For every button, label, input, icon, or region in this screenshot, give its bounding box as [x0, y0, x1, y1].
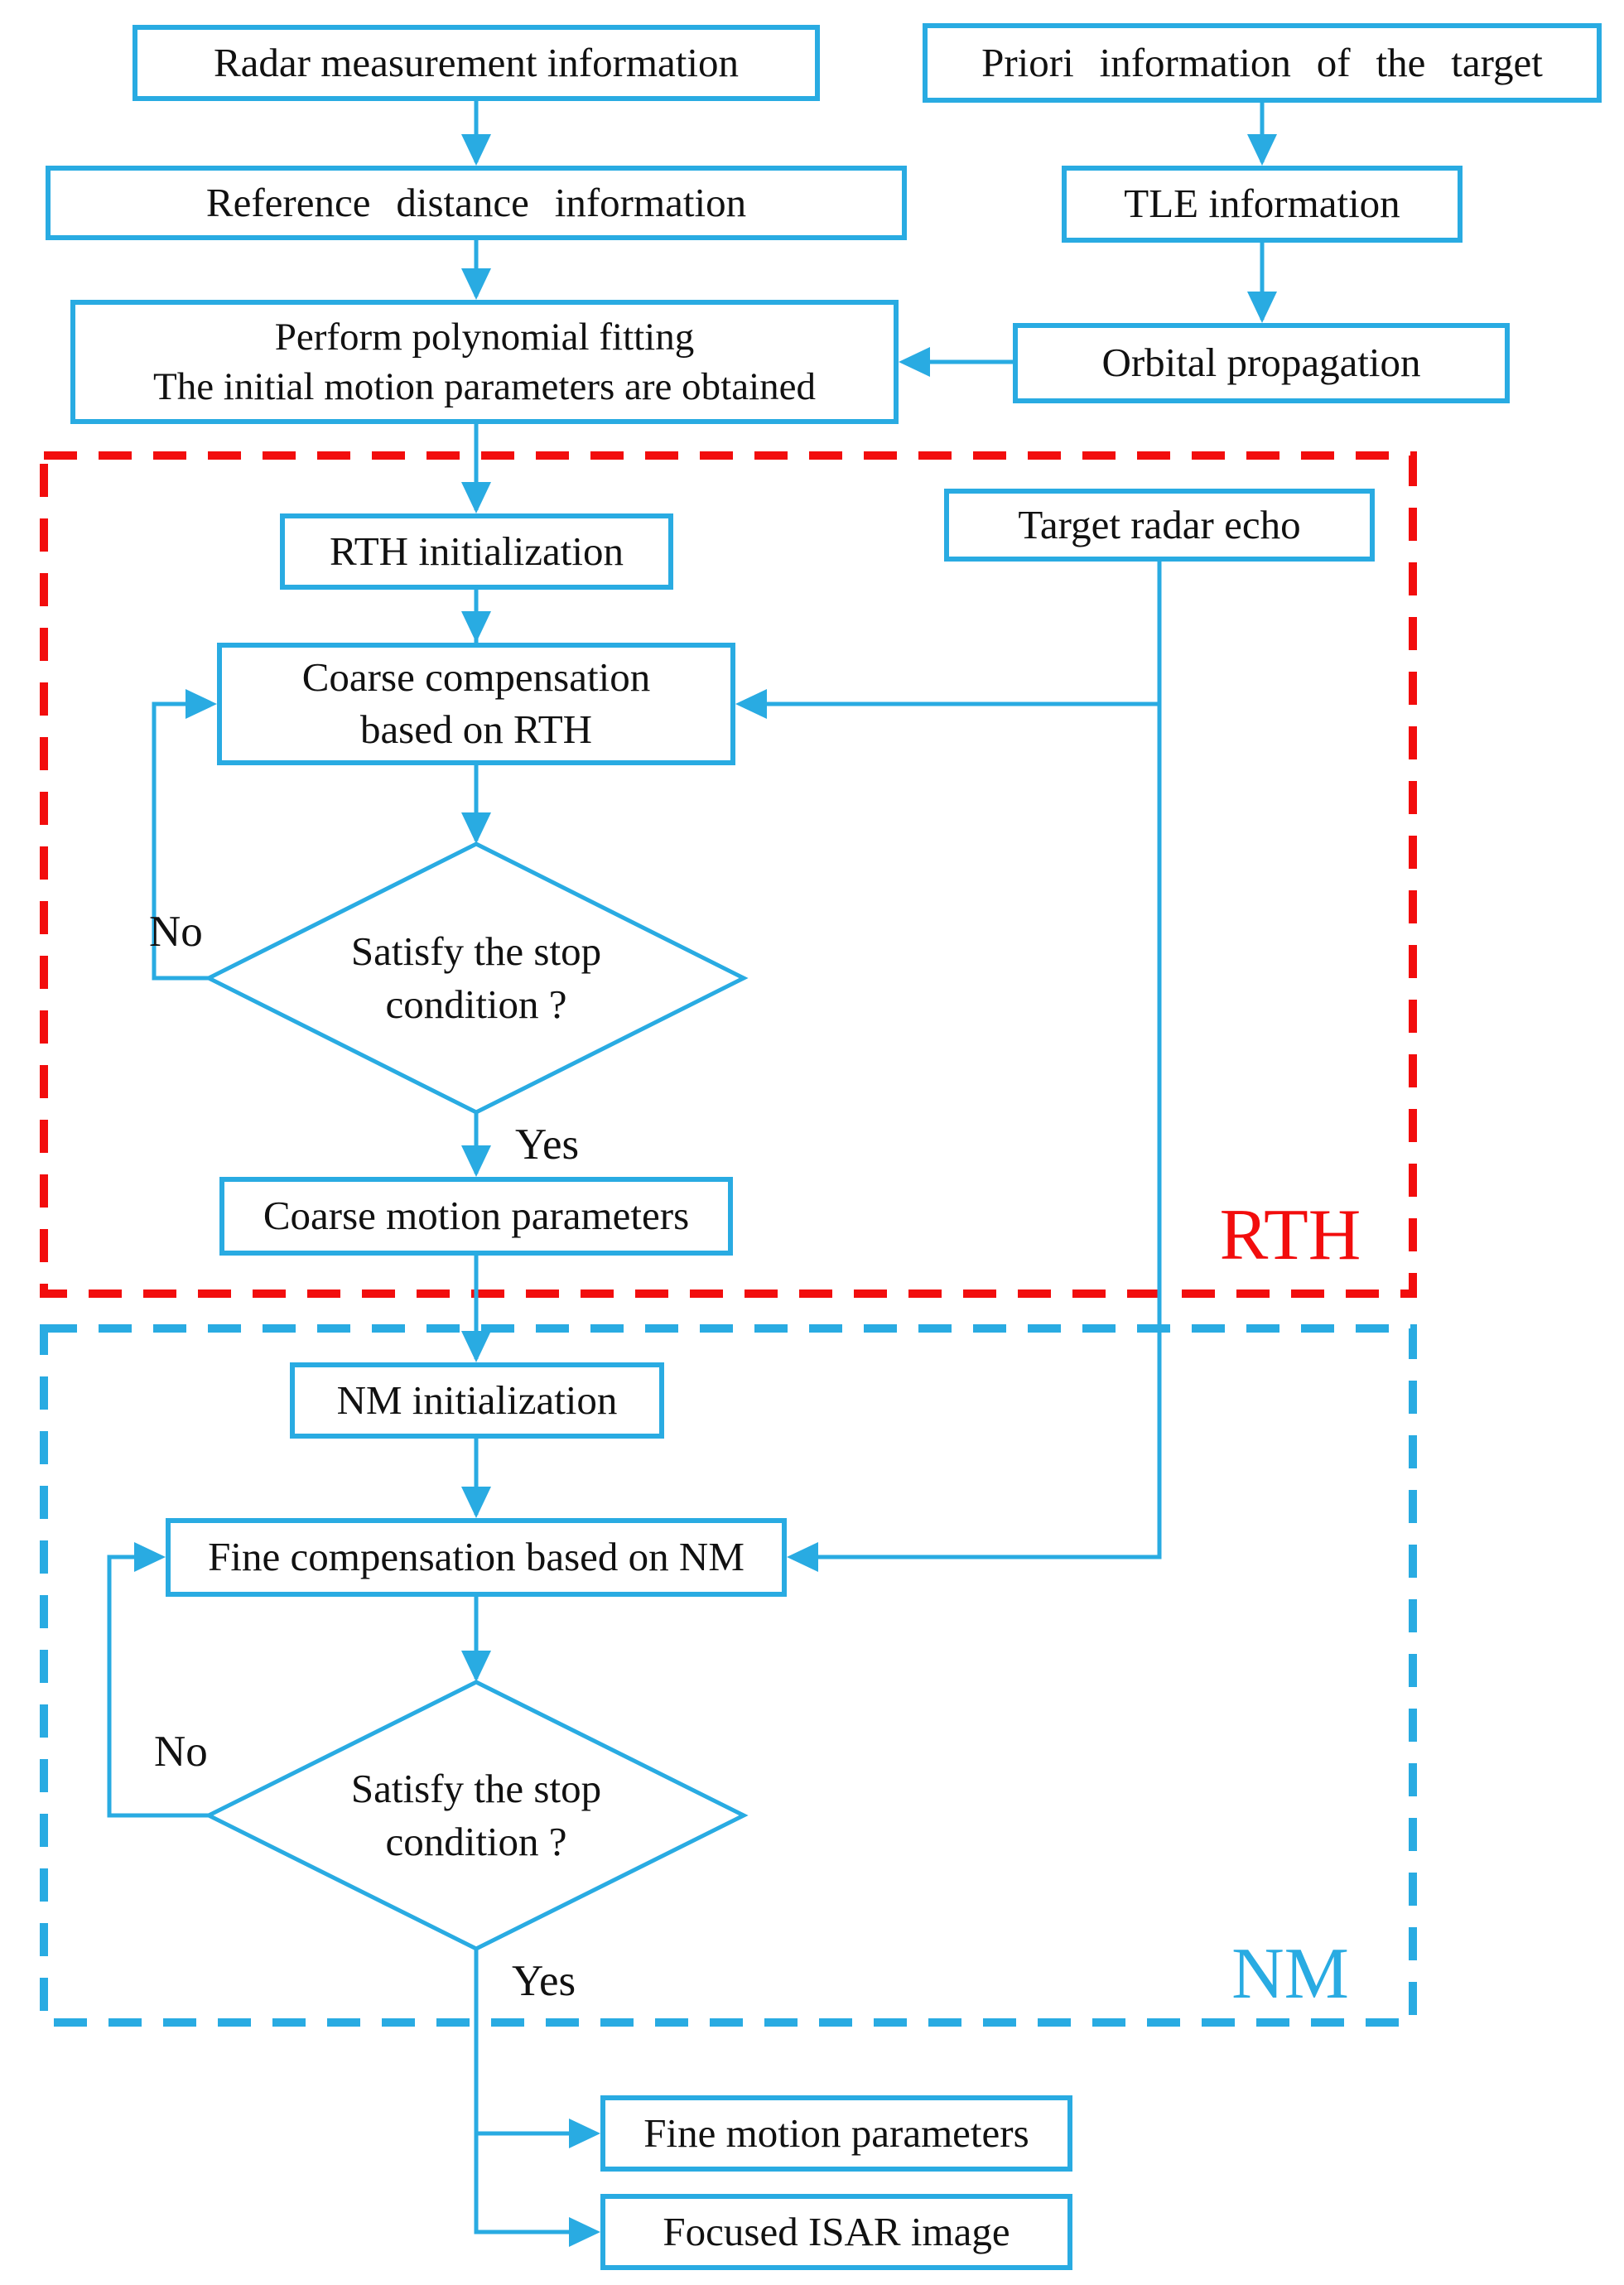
edge-target-echo-to-fine-compensation: [816, 562, 1162, 1559]
arrowhead-rth-yes: [461, 1145, 491, 1177]
arrowhead-nm-no-loop: [134, 1542, 166, 1572]
node-polynomial-fitting-line1: Perform polynomial fitting: [274, 315, 695, 359]
node-coarse-compensation-line2: based on RTH: [359, 706, 593, 752]
arrowhead-coarse-to-decision: [461, 812, 491, 844]
label-nm-yes: Yes: [512, 1957, 576, 2005]
label-rth-yes: Yes: [515, 1121, 580, 1169]
node-reference-distance-label: Reference distance information: [205, 179, 747, 225]
node-rth-initialization: RTH initialization: [280, 513, 673, 590]
arrowhead-to-fine-params: [569, 2119, 600, 2148]
node-nm-initialization-label: NM initialization: [336, 1376, 618, 1423]
arrowhead-radar-to-reference: [461, 134, 491, 166]
decision-rth-text: Satisfy the stop condition ?: [269, 914, 683, 1043]
edge-rth-no-loop: [152, 701, 209, 981]
node-coarse-compensation-line1: Coarse compensation: [301, 654, 651, 701]
label-region-nm: NM: [1231, 1933, 1349, 2014]
arrowhead-echo-to-coarse: [735, 689, 767, 719]
node-priori-information-label: Priori information of the target: [981, 39, 1543, 85]
decision-diamond-nm: [204, 1680, 749, 1951]
arrowhead-priori-to-tle: [1247, 134, 1277, 166]
node-polynomial-fitting: Perform polynomial fitting The initial m…: [70, 300, 899, 424]
node-priori-information: Priori information of the target: [923, 23, 1602, 103]
node-coarse-motion-parameters-label: Coarse motion parameters: [263, 1193, 690, 1239]
node-reference-distance: Reference distance information: [46, 166, 907, 240]
nm-region-frame: [40, 1324, 1417, 2027]
node-coarse-compensation: Coarse compensation based on RTH: [217, 643, 735, 765]
node-nm-initialization: NM initialization: [290, 1362, 664, 1439]
label-nm-no: No: [154, 1728, 208, 1776]
node-fine-motion-parameters-label: Fine motion parameters: [643, 2109, 1029, 2156]
node-orbital-propagation-label: Orbital propagation: [1101, 340, 1421, 386]
node-target-radar-echo-label: Target radar echo: [1018, 501, 1301, 547]
node-focused-isar-image-label: Focused ISAR image: [663, 2208, 1010, 2254]
node-target-radar-echo: Target radar echo: [944, 489, 1375, 562]
decision-nm-line1: Satisfy the stop: [350, 1766, 602, 1812]
decision-nm-text: Satisfy the stop condition ?: [269, 1751, 683, 1880]
arrowhead-orbital-to-polyfit: [899, 347, 930, 377]
node-coarse-motion-parameters: Coarse motion parameters: [219, 1177, 733, 1256]
decision-diamond-rth: [204, 841, 749, 1115]
label-region-rth: RTH: [1219, 1194, 1361, 1275]
arrowhead-nm-init-to-fine: [461, 1487, 491, 1518]
node-tle-information: TLE information: [1062, 166, 1463, 243]
decision-nm-line2: condition ?: [385, 1819, 567, 1864]
node-fine-motion-parameters: Fine motion parameters: [600, 2095, 1072, 2172]
node-polynomial-fitting-line2: The initial motion parameters are obtain…: [152, 365, 816, 408]
node-radar-measurement: Radar measurement information: [133, 25, 820, 101]
node-focused-isar-image: Focused ISAR image: [600, 2194, 1072, 2270]
node-orbital-propagation: Orbital propagation: [1013, 323, 1510, 403]
arrowhead-to-nm-init: [461, 1331, 491, 1362]
decision-rth-line2: condition ?: [385, 981, 567, 1027]
node-fine-compensation-label: Fine compensation based on NM: [208, 1534, 745, 1580]
node-tle-information-label: TLE information: [1124, 181, 1400, 227]
arrowhead-tle-to-orbital: [1247, 292, 1277, 323]
label-rth-no: No: [149, 908, 203, 956]
node-rth-initialization-label: RTH initialization: [330, 528, 624, 574]
node-fine-compensation: Fine compensation based on NM: [166, 1518, 787, 1597]
edge-nm-no-loop: [107, 1555, 209, 1818]
arrowhead-rth-no-loop: [186, 689, 217, 719]
arrowhead-reference-to-polyfit: [461, 268, 491, 300]
arrowhead-rth-init-to-coarse: [461, 611, 491, 643]
decision-rth-line1: Satisfy the stop: [350, 928, 602, 975]
arrowhead-polyfit-to-rth-init: [461, 482, 491, 513]
arrowhead-to-focused-isar: [569, 2217, 600, 2247]
arrowhead-echo-to-fine: [787, 1542, 818, 1572]
rth-region-frame: [40, 451, 1417, 1298]
node-radar-measurement-label: Radar measurement information: [213, 39, 740, 85]
edge-nm-yes-to-focused: [474, 1949, 571, 2234]
arrowhead-fine-to-decision: [461, 1651, 491, 1682]
